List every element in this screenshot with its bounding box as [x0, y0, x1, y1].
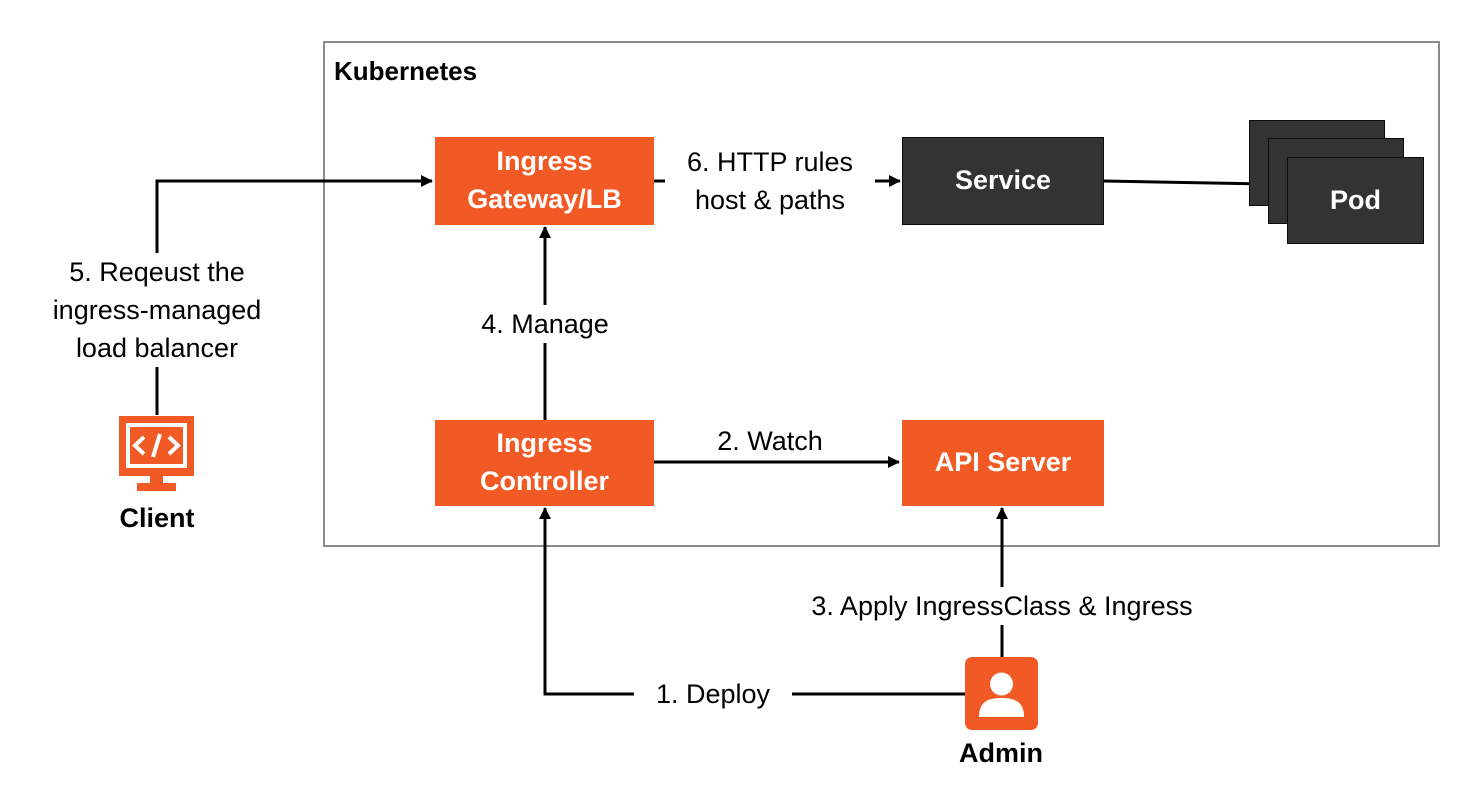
edge-label-watch: 2. Watch: [695, 422, 845, 460]
edge-label-apply: 3. Apply IngressClass & Ingress: [772, 587, 1232, 625]
api-server-label: API Server: [934, 447, 1072, 478]
request-line-1: 5. Reqeust the: [69, 257, 245, 287]
api-server-node[interactable]: API Server: [902, 420, 1104, 506]
request-line-3: load balancer: [75, 333, 239, 363]
pod-node[interactable]: Pod: [1287, 157, 1424, 244]
client-label: Client: [119, 503, 195, 533]
admin-label: Admin: [959, 738, 1043, 768]
request-line-2: ingress-managed: [52, 295, 262, 325]
code-monitor-icon[interactable]: [119, 416, 194, 491]
edge-label-http: 6. HTTP rules host & paths: [665, 143, 875, 219]
user-icon[interactable]: [965, 657, 1038, 730]
edge-service-pod: [1103, 177, 1267, 190]
edge-label-deploy: 1. Deploy: [634, 675, 792, 713]
edge-label-request: 5. Reqeust the ingress-managed load bala…: [22, 253, 292, 367]
ingress-gateway-label: Ingress Gateway/LB: [467, 146, 622, 214]
ingress-controller-label: Ingress Controller: [479, 428, 609, 496]
pod-label: Pod: [1330, 184, 1381, 215]
edge-deploy: [539, 507, 965, 696]
ingress-controller-node[interactable]: Ingress Controller: [435, 420, 654, 506]
service-label: Service: [954, 165, 1052, 196]
kubernetes-cluster: [323, 41, 1440, 547]
ingress-gateway-node[interactable]: Ingress Gateway/LB: [435, 137, 654, 225]
cluster-title: Kubernetes: [334, 56, 478, 86]
service-node[interactable]: Service: [902, 137, 1104, 225]
edge-label-manage: 4. Manage: [463, 305, 627, 343]
http-line-2: host & paths: [694, 185, 846, 215]
http-line-1: 6. HTTP rules: [686, 147, 854, 177]
